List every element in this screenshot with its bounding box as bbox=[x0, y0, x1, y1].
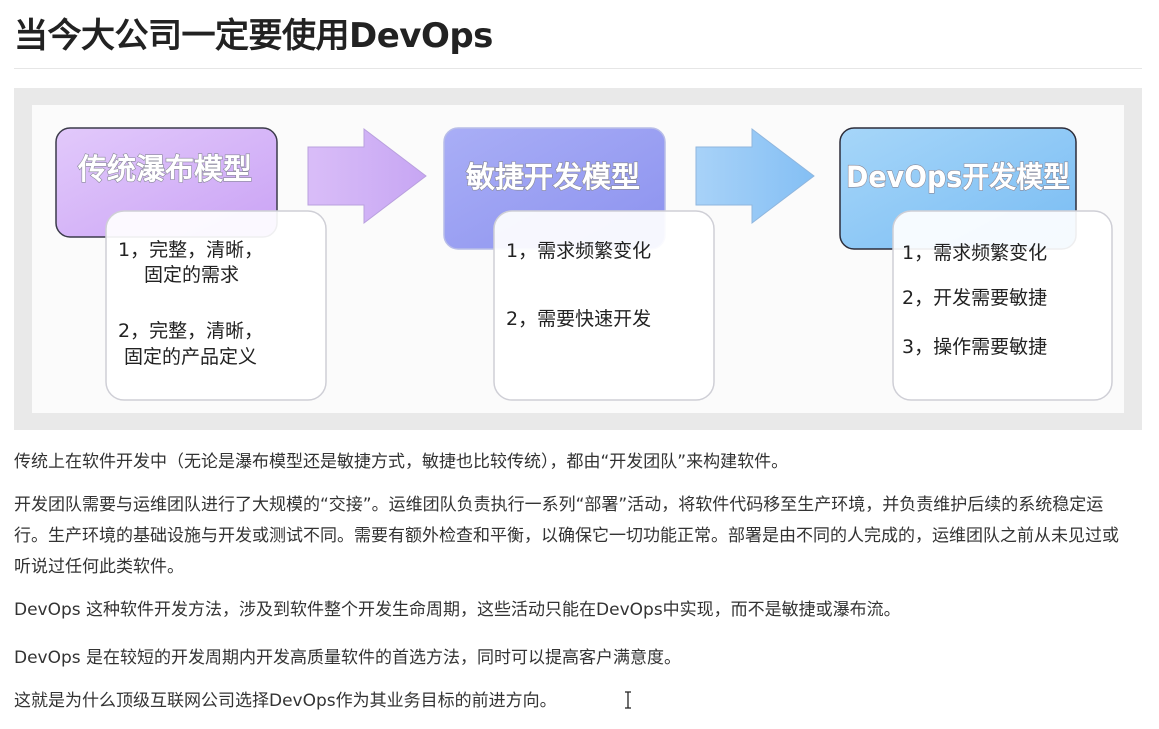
arrow-right-icon bbox=[695, 127, 815, 225]
requirement-text: 2，完整，清晰， bbox=[118, 320, 263, 342]
devops-requirements-box bbox=[892, 210, 1113, 401]
arrow-right-icon bbox=[307, 127, 427, 225]
agile-model: 敏捷开发模型 1，需求频繁变化 2，需要快速开发 bbox=[443, 127, 715, 401]
paragraph-devops-benefit: DevOps 是在较短的开发周期内开发高质量软件的首选方法，同时可以提高客户满意… bbox=[14, 648, 682, 668]
paragraph-handoff: 开发团队需要与运维团队进行了大规模的“交接”。运维团队负责执行一系列“部署”活动… bbox=[14, 495, 1119, 577]
devops-evolution-figure: 传统瀑布模型 1，完整，清晰， 固定的需求 2，完整，清晰， 固定的产品定义 敏… bbox=[14, 88, 1142, 430]
requirement-text: 1，需求频繁变化 bbox=[506, 240, 651, 262]
devops-model: DevOps开发模型 1，需求频繁变化 2，开发需要敏捷 3，操作需要敏捷 bbox=[839, 127, 1113, 401]
waterfall-model-title: 传统瀑布模型 bbox=[77, 152, 252, 186]
waterfall-requirements-box bbox=[105, 210, 327, 401]
agile-requirements-box bbox=[493, 210, 715, 401]
requirement-text: 1，完整，清晰， bbox=[118, 239, 263, 261]
devops-model-title: DevOps开发模型 bbox=[846, 160, 1070, 194]
requirement-text: 3，操作需要敏捷 bbox=[902, 336, 1047, 358]
page-title: 当今大公司一定要使用DevOps bbox=[14, 16, 493, 56]
title-divider bbox=[14, 68, 1142, 69]
paragraph-intro: 传统上在软件开发中（无论是瀑布模型还是敏捷方式，敏捷也比较传统），都由“开发团队… bbox=[14, 452, 789, 472]
requirement-text: 2，开发需要敏捷 bbox=[902, 287, 1047, 309]
paragraph-conclusion: 这就是为什么顶级互联网公司选择DevOps作为其业务目标的前进方向。 bbox=[14, 691, 557, 711]
figure-canvas: 传统瀑布模型 1，完整，清晰， 固定的需求 2，完整，清晰， 固定的产品定义 敏… bbox=[32, 105, 1124, 413]
agile-model-title: 敏捷开发模型 bbox=[466, 160, 640, 194]
waterfall-model: 传统瀑布模型 1，完整，清晰， 固定的需求 2，完整，清晰， 固定的产品定义 bbox=[55, 127, 327, 401]
text-cursor-icon bbox=[625, 691, 631, 709]
requirement-text: 2，需要快速开发 bbox=[506, 308, 651, 330]
requirement-text: 固定的产品定义 bbox=[124, 346, 257, 368]
requirement-text: 固定的需求 bbox=[144, 264, 239, 286]
paragraph-devops-method: DevOps 这种软件开发方法，涉及到软件整个开发生命周期，这些活动只能在Dev… bbox=[14, 600, 901, 620]
requirement-text: 1，需求频繁变化 bbox=[902, 242, 1047, 264]
